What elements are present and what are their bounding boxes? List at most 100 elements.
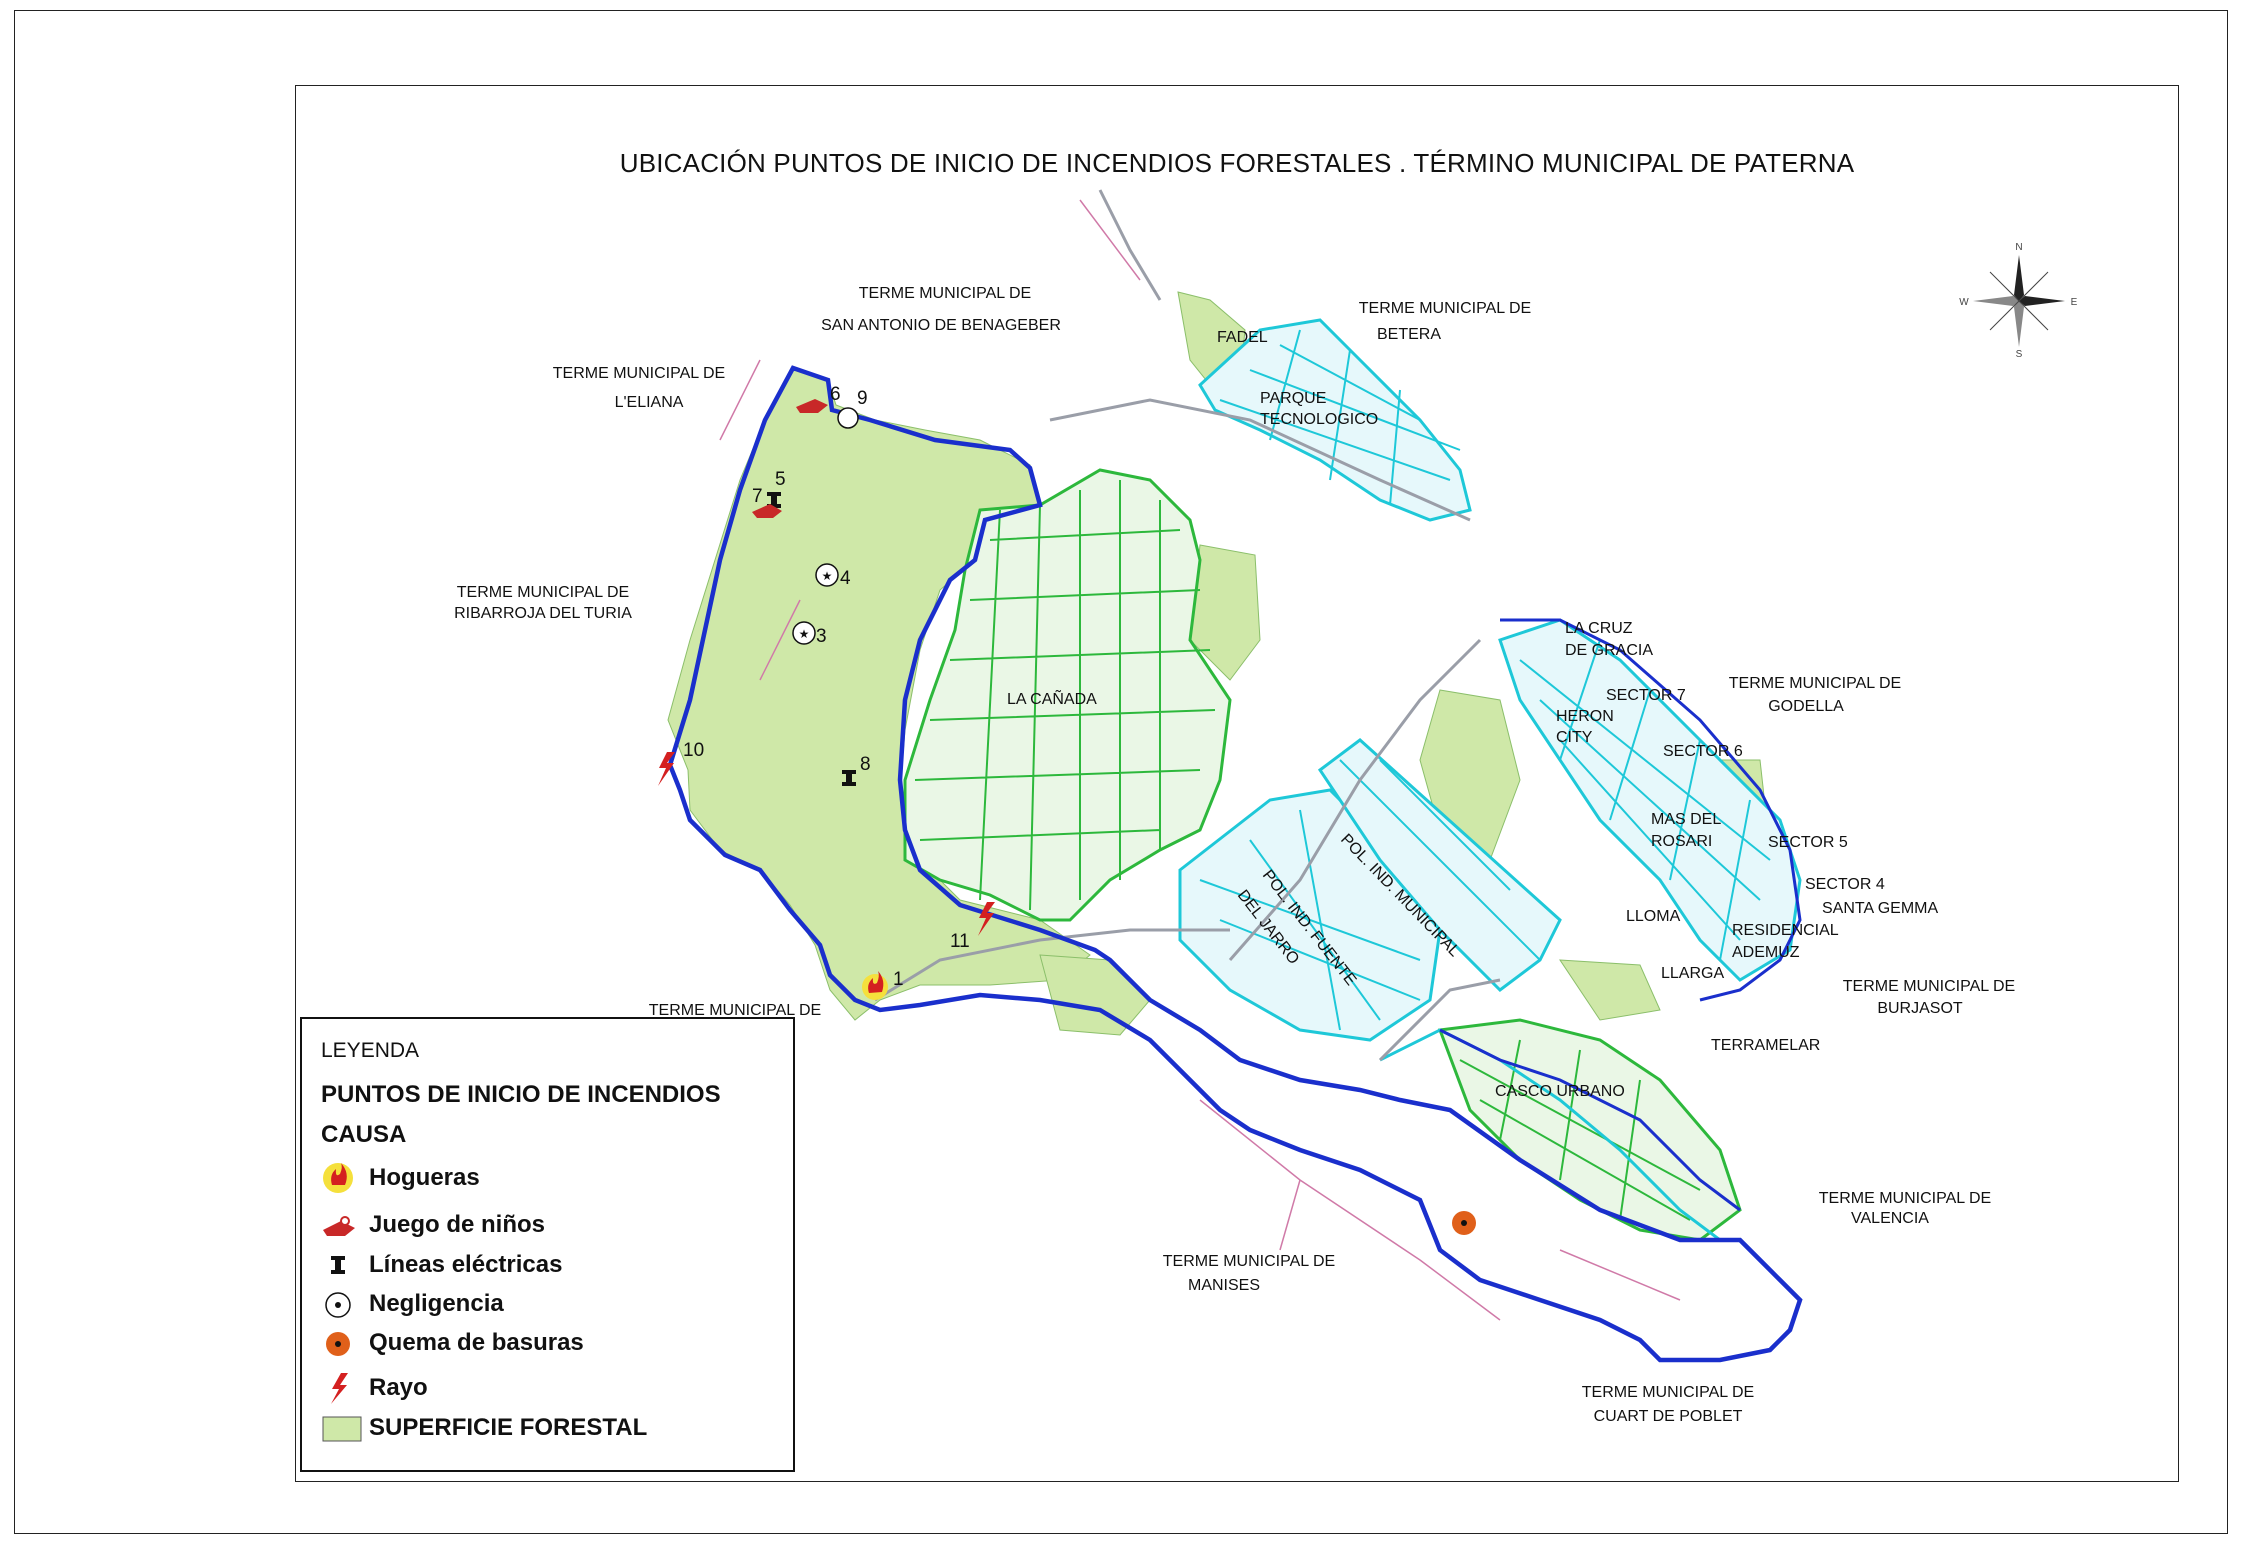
urban-parque-grid bbox=[1219, 329, 1461, 506]
district-sector5: SECTOR 5 bbox=[1768, 834, 1848, 851]
neighbor-burjasot: TERME MUNICIPAL DE BURJASOT bbox=[1843, 978, 2015, 1017]
svg-text:CUART DE POBLET: CUART DE POBLET bbox=[1594, 1408, 1743, 1425]
legend-label-superficie: SUPERFICIE FORESTAL bbox=[369, 1414, 648, 1441]
children-play-icon bbox=[321, 1208, 365, 1242]
legend-item-lineas: Líneas eléctricas bbox=[321, 1248, 562, 1282]
bonfire-icon bbox=[321, 1161, 365, 1195]
negligence-icon bbox=[321, 1287, 365, 1321]
road-network bbox=[874, 189, 1501, 1062]
fire-point-1-label: 1 bbox=[893, 969, 904, 990]
svg-text:MANISES: MANISES bbox=[1188, 1277, 1260, 1294]
svg-text:SAN ANTONIO DE BENAGEBER: SAN ANTONIO DE BENAGEBER bbox=[821, 317, 1061, 334]
district-cruz-1: LA CRUZ bbox=[1565, 620, 1633, 637]
district-residencial-2: ADEMUZ bbox=[1732, 944, 1800, 961]
urban-east-grid bbox=[1519, 639, 1771, 961]
forest-area-sw bbox=[1559, 959, 1661, 1021]
forest-area-swatch bbox=[321, 1411, 365, 1445]
svg-text:TERME MUNICIPAL DE: TERME MUNICIPAL DE bbox=[1843, 978, 2015, 995]
compass-s: S bbox=[2016, 349, 2023, 360]
district-la-canada: LA CAÑADA bbox=[1007, 688, 1097, 708]
svg-text:BURJASOT: BURJASOT bbox=[1877, 1000, 1963, 1017]
map-legend: LEYENDA PUNTOS DE INICIO DE INCENDIOS CA… bbox=[300, 1017, 795, 1472]
svg-text:TERME MUNICIPAL DE: TERME MUNICIPAL DE bbox=[457, 584, 629, 601]
district-parque-1: PARQUE bbox=[1260, 390, 1326, 407]
svg-text:★: ★ bbox=[799, 627, 810, 641]
svg-text:L'ELIANA: L'ELIANA bbox=[615, 394, 684, 411]
page-border bbox=[14, 10, 2228, 1534]
neighbor-partial: TERME MUNICIPAL DE bbox=[649, 1002, 821, 1019]
district-residencial-1: RESIDENCIAL bbox=[1732, 922, 1839, 939]
neighbor-manises: TERME MUNICIPAL DE MANISES bbox=[1163, 1253, 1335, 1294]
neighbor-valencia: TERME MUNICIPAL DE VALENCIA bbox=[1819, 1190, 1991, 1227]
compass-rose: N S E W bbox=[1959, 242, 2077, 360]
svg-text:TERME MUNICIPAL DE: TERME MUNICIPAL DE bbox=[1359, 300, 1531, 317]
district-cruz-2: DE GRACIA bbox=[1565, 642, 1653, 659]
compass-n: N bbox=[2015, 242, 2022, 253]
district-casco-urbano: CASCO URBANO bbox=[1495, 1083, 1625, 1100]
neighbor-cuart: TERME MUNICIPAL DE CUART DE POBLET bbox=[1582, 1384, 1754, 1425]
district-heron-2: CITY bbox=[1556, 729, 1593, 746]
legend-item-superficie: SUPERFICIE FORESTAL bbox=[321, 1411, 647, 1445]
svg-text:VALENCIA: VALENCIA bbox=[1851, 1210, 1929, 1227]
fire-point-7: 7 bbox=[752, 486, 782, 518]
district-sector6: SECTOR 6 bbox=[1663, 743, 1743, 760]
svg-text:GODELLA: GODELLA bbox=[1768, 698, 1844, 715]
svg-text:★: ★ bbox=[822, 569, 833, 583]
neighbor-san-antonio: TERME MUNICIPAL DE SAN ANTONIO DE BENAGE… bbox=[821, 285, 1061, 334]
urban-la-canada-inner bbox=[914, 480, 1216, 911]
fire-point-5-label: 5 bbox=[775, 469, 786, 490]
compass-w: W bbox=[1959, 297, 1969, 308]
legend-label-negligencia: Negligencia bbox=[369, 1290, 504, 1317]
legend-item-quema: Quema de basuras bbox=[321, 1326, 584, 1360]
fire-point-10-label: 10 bbox=[683, 740, 704, 761]
municipal-boundary bbox=[667, 365, 1803, 1363]
fire-point-8: 8 bbox=[842, 754, 871, 786]
legend-subtitle-1: PUNTOS DE INICIO DE INCENDIOS bbox=[321, 1081, 721, 1108]
map-title: UBICACIÓN PUNTOS DE INICIO DE INCENDIOS … bbox=[619, 148, 1855, 178]
svg-text:TERME MUNICIPAL DE: TERME MUNICIPAL DE bbox=[553, 365, 725, 382]
fire-point-6-label: 6 bbox=[830, 384, 841, 405]
svg-text:BETERA: BETERA bbox=[1377, 326, 1441, 343]
legend-item-rayo: Rayo bbox=[321, 1371, 428, 1405]
fire-point-10: 10 bbox=[658, 740, 704, 786]
district-heron-1: HERON bbox=[1556, 708, 1614, 725]
fire-point-8-label: 8 bbox=[860, 754, 871, 775]
district-santa-gemma: SANTA GEMMA bbox=[1822, 900, 1938, 917]
garbage-burning-icon bbox=[321, 1326, 365, 1360]
legend-item-hogueras: Hogueras bbox=[321, 1161, 480, 1195]
fire-point-4: ★ 4 bbox=[815, 563, 851, 589]
legend-subtitle-2: CAUSA bbox=[321, 1121, 407, 1148]
neighbor-godella: TERME MUNICIPAL DE GODELLA bbox=[1729, 675, 1901, 715]
fire-point-11: 11 bbox=[950, 902, 995, 952]
svg-text:TERME MUNICIPAL DE: TERME MUNICIPAL DE bbox=[1819, 1190, 1991, 1207]
legend-label-juego: Juego de niños bbox=[369, 1211, 546, 1238]
legend-item-negligencia: Negligencia bbox=[321, 1287, 504, 1321]
svg-text:TERME MUNICIPAL DE: TERME MUNICIPAL DE bbox=[859, 285, 1031, 302]
fire-point-4-label: 4 bbox=[840, 568, 851, 589]
svg-text:RIBARROJA DEL TURIA: RIBARROJA DEL TURIA bbox=[454, 605, 632, 622]
district-lloma: LLOMA bbox=[1626, 908, 1681, 925]
district-fadel: FADEL bbox=[1217, 329, 1268, 346]
fire-point-3-label: 3 bbox=[816, 626, 827, 647]
legend-label-lineas: Líneas eléctricas bbox=[369, 1251, 563, 1278]
power-line-icon bbox=[321, 1248, 365, 1282]
district-sector4: SECTOR 4 bbox=[1805, 876, 1885, 893]
compass-e: E bbox=[2071, 297, 2078, 308]
urban-casco-grid bbox=[1459, 1039, 1701, 1221]
svg-text:TERME MUNICIPAL DE: TERME MUNICIPAL DE bbox=[1582, 1384, 1754, 1401]
lightning-icon bbox=[321, 1371, 365, 1405]
forest-area-south bbox=[1039, 954, 1151, 1036]
legend-item-juego: Juego de niños bbox=[321, 1208, 545, 1242]
svg-text:TERME MUNICIPAL DE: TERME MUNICIPAL DE bbox=[1163, 1253, 1335, 1270]
district-terramelar: TERRAMELAR bbox=[1711, 1037, 1820, 1054]
svg-text:TERME MUNICIPAL DE: TERME MUNICIPAL DE bbox=[1729, 675, 1901, 692]
district-sector7: SECTOR 7 bbox=[1606, 687, 1686, 704]
legend-label-hogueras: Hogueras bbox=[369, 1164, 480, 1191]
urban-parque-tecnologico bbox=[1198, 318, 1472, 522]
urban-la-canada bbox=[903, 468, 1232, 922]
fire-point-5: 5 bbox=[767, 469, 786, 508]
district-llarga: LLARGA bbox=[1661, 965, 1724, 982]
road-network-thin bbox=[719, 199, 1681, 1321]
neighbor-betera: TERME MUNICIPAL DE BETERA bbox=[1359, 300, 1531, 343]
